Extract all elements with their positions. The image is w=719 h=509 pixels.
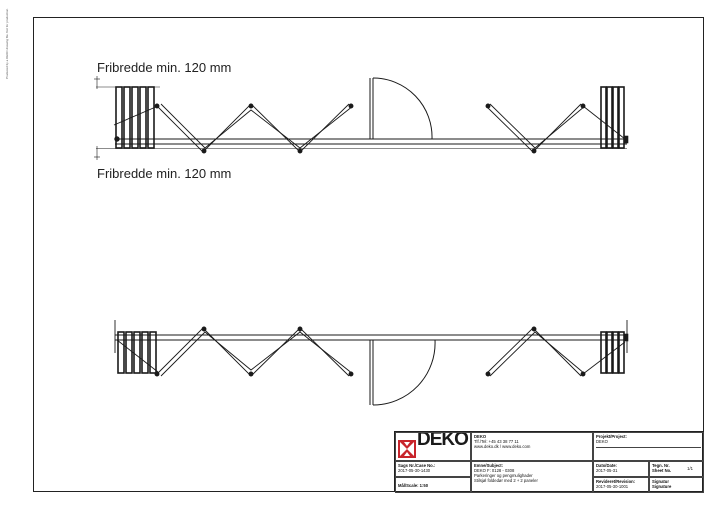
revision-cell: Revideret/Revision: 2017-05-30-1001 — [593, 477, 649, 493]
signature-label: Signatur — [652, 479, 669, 484]
sheet-border — [33, 17, 704, 492]
case-cell: Sags Nr./Case No.: 2017-05-30-1430 — [395, 461, 471, 477]
sheet-cell: Tegn. Nr. Sheet No. 1/1 — [649, 461, 704, 477]
subject-cell: Emne/Subject: DEKO F: 0128 - 0308 Parker… — [471, 461, 593, 493]
subject-line-3: Stilsjøl foldedør med 2 + 2 paneler — [474, 478, 538, 483]
clearance-label-bottom: Fribredde min. 120 mm — [97, 166, 232, 181]
scale-label: Mål/Scale: 1:50 — [398, 483, 429, 488]
signature-cell: Signatur Signature — [649, 477, 704, 493]
bottom-right-panel-stack — [600, 331, 625, 374]
project-value: DEKO — [596, 439, 608, 444]
deko-logo: DEKO — [398, 432, 469, 459]
case-label: Sags Nr./Case No.: — [398, 463, 436, 468]
top-swing-door — [369, 77, 433, 140]
deko-logo-icon — [398, 440, 416, 458]
date-cell: Dato/Date: 2017-05-31 — [593, 461, 649, 477]
company-phone: Tlf./Tel: +45 43 38 77 11 — [474, 439, 519, 444]
company-web: www.deko.dk / www.deko.com — [474, 444, 531, 449]
sheet-value: 1/1 — [687, 466, 693, 471]
top-left-panel-stack — [115, 86, 155, 149]
revision-value: 2017-05-30-1001 — [596, 484, 629, 489]
bottom-left-zigzag — [154, 326, 354, 377]
sheet-label: Tegn. Nr. — [652, 463, 670, 468]
date-label: Dato/Date: — [596, 463, 617, 468]
company-name: DEKO — [474, 434, 487, 439]
project-cell: Projekt/Project: DEKO — [593, 432, 704, 461]
bottom-right-zigzag — [485, 326, 626, 377]
subject-line-1: DEKO F: 0128 - 0308 — [474, 468, 515, 473]
top-door-plan — [94, 76, 629, 160]
subject-line-2: Parkeringer og pengmulighader — [474, 473, 533, 478]
revision-label: Revideret/Revision: — [596, 479, 636, 484]
title-block: DEKO DEKO Tlf./Tel: +45 43 38 77 11 www.… — [394, 431, 704, 493]
scale-cell: Mål/Scale: 1:50 — [395, 477, 471, 493]
case-value: 2017-05-30-1430 — [398, 468, 431, 473]
signature-label-en: Signature — [652, 484, 672, 489]
clearance-label-top: Fribredde min. 120 mm — [97, 60, 232, 75]
company-info-cell: DEKO Tlf./Tel: +45 43 38 77 11 www.deko.… — [471, 432, 593, 461]
bottom-swing-door — [369, 339, 436, 406]
subject-label: Emne/Subject: — [474, 463, 504, 468]
bottom-door-plan — [114, 320, 629, 406]
sheet-label-en: Sheet No. — [652, 468, 672, 473]
project-label: Projekt/Project: — [596, 434, 627, 439]
bottom-left-panel-stack — [117, 331, 157, 374]
logo-wordmark: DEKO — [417, 432, 469, 450]
logo-cell: DEKO — [395, 432, 471, 461]
top-right-panel-stack — [600, 86, 625, 149]
top-right-zigzag — [485, 103, 626, 154]
top-left-zigzag — [154, 103, 354, 154]
date-value: 2017-05-31 — [596, 468, 618, 473]
